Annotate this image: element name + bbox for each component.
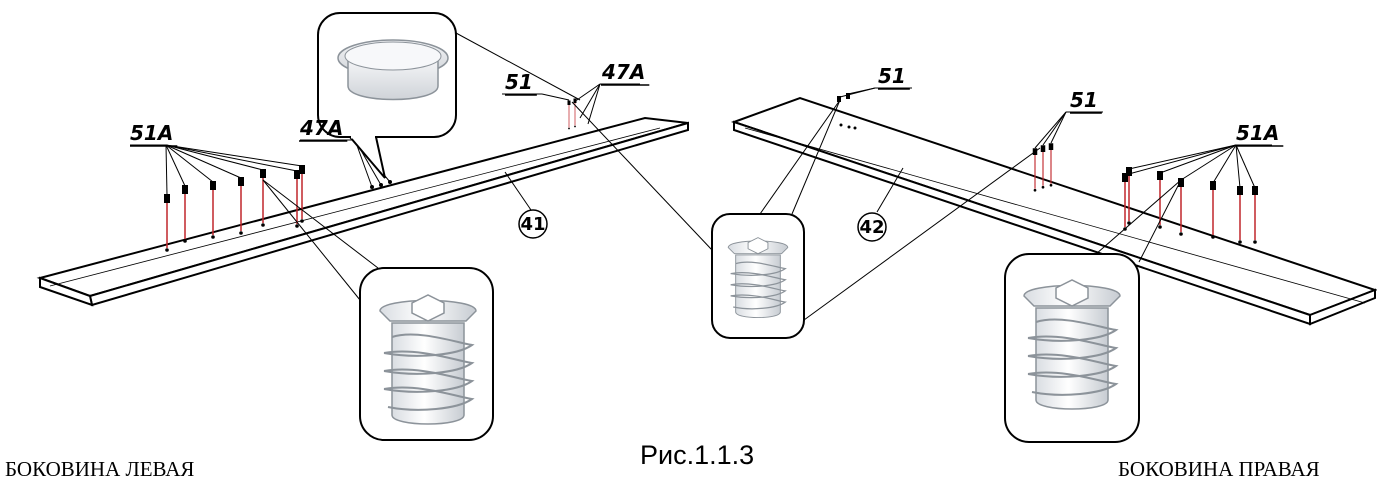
right-side-panel <box>730 96 1377 326</box>
callout-51-right-mid: 51 <box>1070 88 1098 112</box>
center-insert-bubble <box>571 99 1041 339</box>
right-insert-bubble <box>1004 179 1182 443</box>
callout-47a-left: 47A <box>299 116 343 140</box>
cap-detail-bubble <box>317 12 581 179</box>
part-callout-41: 41 <box>504 171 548 239</box>
part-callout-42: 42 <box>857 167 904 242</box>
right-panel-title: БОКОВИНА ПРАВАЯ <box>1118 457 1320 481</box>
figure-caption: Рис.1.1.3 <box>640 440 754 470</box>
left-panel-title: БОКОВИНА ЛЕВАЯ <box>5 457 194 481</box>
callout-47a-left-top: 47A <box>601 60 645 84</box>
right-fasteners-51-top <box>837 87 912 130</box>
part-number-42: 42 <box>859 217 884 238</box>
callout-51-left-top: 51 <box>505 70 533 94</box>
right-fasteners-51-mid <box>1032 111 1103 193</box>
callout-51-right-top: 51 <box>878 64 906 88</box>
part-number-41: 41 <box>520 214 545 235</box>
left-side-panel <box>36 116 689 307</box>
right-leaders-51a <box>1124 144 1272 189</box>
callout-51a-right: 51A <box>1236 121 1279 145</box>
left-leaders-51a <box>130 144 303 196</box>
left-insert-bubble <box>262 179 494 441</box>
left-top-fasteners <box>502 83 640 130</box>
callout-51a-left: 51A <box>130 121 173 145</box>
